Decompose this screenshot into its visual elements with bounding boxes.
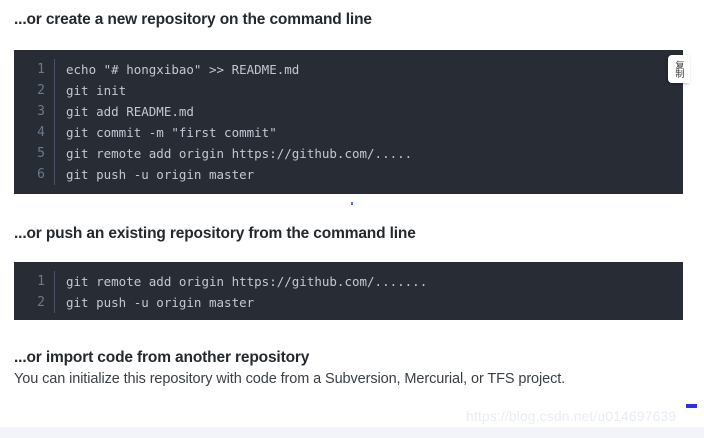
line-number: 2	[37, 83, 45, 98]
gutter-divider	[54, 271, 55, 292]
blue-artifact-dash	[686, 404, 697, 408]
gutter-divider	[54, 122, 55, 143]
gutter-divider	[54, 101, 55, 122]
copy-icon: 复制	[673, 60, 685, 78]
gutter-divider	[54, 143, 55, 164]
line-number: 5	[37, 146, 45, 161]
csdn-watermark: https://blog.csdn.net/u014697639	[466, 408, 677, 424]
gutter-divider	[54, 80, 55, 101]
section-heading-import-code: ...or import code from another repositor…	[14, 349, 310, 366]
code-line: 5 git remote add origin https://github.c…	[14, 143, 683, 164]
code-text: echo "# hongxibao" >> README.md	[66, 62, 300, 77]
code-text: git commit -m "first commit"	[66, 125, 277, 140]
section-heading-push-existing-repository: ...or push an existing repository from t…	[14, 225, 416, 242]
code-text: git push -u origin master	[66, 295, 255, 310]
code-text: git push -u origin master	[66, 167, 255, 182]
code-line: 2 git push -u origin master	[14, 292, 683, 313]
copy-button-tooltip[interactable]: 复制	[668, 55, 690, 83]
cursor-artifact-dot	[351, 202, 353, 205]
line-number: 3	[37, 104, 45, 119]
gutter-divider	[54, 59, 55, 80]
code-line: 2 git init	[14, 80, 683, 101]
section-heading-create-new-repository: ...or create a new repository on the com…	[14, 11, 372, 28]
code-text: git add README.md	[66, 104, 194, 119]
gutter-divider	[54, 292, 55, 313]
code-text: git remote add origin https://github.com…	[66, 146, 413, 161]
code-block-push-existing-repository[interactable]: 1 git remote add origin https://github.c…	[14, 262, 683, 320]
bottom-page-band	[0, 427, 704, 438]
line-number: 6	[37, 167, 45, 182]
code-line: 6 git push -u origin master	[14, 164, 683, 185]
code-text: git remote add origin https://github.com…	[66, 274, 428, 289]
code-line: 1 echo "# hongxibao" >> README.md	[14, 59, 683, 80]
line-number: 1	[37, 274, 45, 289]
code-line: 1 git remote add origin https://github.c…	[14, 271, 683, 292]
line-number: 2	[37, 295, 45, 310]
code-block-create-new-repository[interactable]: 1 echo "# hongxibao" >> README.md 2 git …	[14, 50, 683, 194]
code-text: git init	[66, 83, 127, 98]
import-code-description: You can initialize this repository with …	[14, 371, 566, 387]
gutter-divider	[54, 164, 55, 185]
line-number: 4	[37, 125, 45, 140]
code-line: 3 git add README.md	[14, 101, 683, 122]
code-line: 4 git commit -m "first commit"	[14, 122, 683, 143]
line-number: 1	[37, 62, 45, 77]
